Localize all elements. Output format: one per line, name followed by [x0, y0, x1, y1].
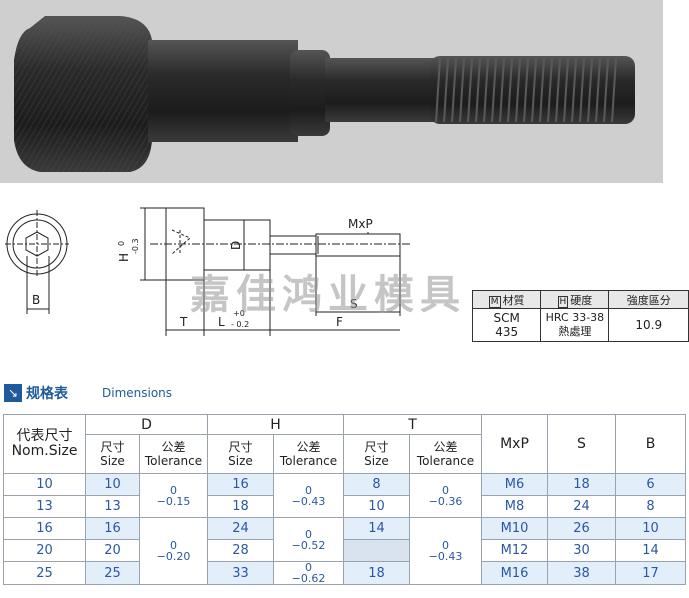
label-l: L — [218, 315, 225, 329]
s-cell: 18 — [547, 473, 616, 496]
d-tol-cell: 0−0.20 — [139, 517, 208, 585]
h-size-cell: 24 — [207, 517, 274, 540]
label-b: B — [32, 293, 40, 307]
label-h: H — [117, 253, 131, 262]
section-title: 规格表 — [26, 386, 68, 402]
d-size-cell: 25 — [85, 561, 140, 585]
d-size-cell: 10 — [85, 473, 140, 496]
mxp-cell: M10 — [481, 517, 548, 540]
label-t: T — [179, 315, 188, 329]
label-h-tol-top: 0 — [117, 241, 126, 246]
table-row: 13 13 18 10 M8 24 8 — [3, 495, 686, 518]
d-group-header: D — [85, 414, 208, 435]
label-l-tol-top: +0 — [233, 309, 245, 318]
nom-cell: 20 — [3, 539, 86, 562]
label-s: S — [350, 297, 358, 311]
arrow-icon: ↘ — [4, 384, 22, 402]
label-f: F — [336, 315, 343, 329]
t-group-header: T — [343, 414, 482, 435]
s-cell: 26 — [547, 517, 616, 540]
t-size-cell: 14 — [343, 517, 410, 540]
material-value: SCM 435 — [471, 308, 542, 342]
b-cell: 8 — [615, 495, 686, 518]
h-size-cell: 28 — [207, 539, 274, 562]
label-d: D — [229, 241, 243, 250]
s-cell: 24 — [547, 495, 616, 518]
mxp-cell: M6 — [481, 473, 548, 496]
d-tol-cell: 0−0.15 — [139, 473, 208, 518]
mxp-cell: M8 — [481, 495, 548, 518]
b-cell: 6 — [615, 473, 686, 496]
mxp-cell: M16 — [481, 561, 548, 585]
t-size-cell-empty — [343, 539, 410, 562]
t-size-cell: 10 — [343, 495, 410, 518]
bolt-photo — [0, 0, 663, 183]
s-header: S — [547, 414, 616, 474]
b-cell: 14 — [615, 539, 686, 562]
h-tol-cell: 0−0.52 — [273, 517, 344, 562]
s-cell: 30 — [547, 539, 616, 562]
strength-value: 10.9 — [608, 308, 689, 342]
label-h-tol-bottom: -0.3 — [131, 238, 140, 254]
h-size-cell: 16 — [207, 473, 274, 496]
nom-cell: 25 — [3, 561, 86, 585]
d-size-cell: 20 — [85, 539, 140, 562]
h-tol-cell: 0−0.43 — [273, 473, 344, 518]
d-size-cell: 13 — [85, 495, 140, 518]
t-tol-cell: 0−0.36 — [409, 473, 482, 518]
technical-drawing: B H 0 -0.3 D MxP S T L +0 - 0.2 — [0, 196, 420, 346]
nom-cell: 13 — [3, 495, 86, 518]
table-row: 10 10 0−0.15 16 0−0.43 8 0−0.36 M6 18 6 — [3, 473, 686, 518]
nom-cell: 16 — [3, 517, 86, 540]
s-cell: 38 — [547, 561, 616, 585]
watermark-logo: 嘉佳鸿业模具 — [190, 272, 466, 318]
t-tol-cell: 0−0.43 — [409, 517, 482, 585]
label-mxp: MxP — [348, 217, 373, 231]
hardness-value: HRC 33-38 熱處理 — [540, 308, 610, 342]
b-cell: 10 — [615, 517, 686, 540]
mxp-header: MxP — [481, 414, 548, 474]
t-size-cell: 8 — [343, 473, 410, 496]
h-size-cell: 18 — [207, 495, 274, 518]
h-group-header: H — [207, 414, 344, 435]
b-header: B — [615, 414, 686, 474]
table-row: 20 20 28 M12 30 14 — [3, 539, 686, 562]
mxp-cell: M12 — [481, 539, 548, 562]
table-row: 16 16 0−0.20 24 0−0.52 14 0−0.43 M10 26 … — [3, 517, 686, 585]
t-size-cell: 18 — [343, 561, 410, 585]
h-tol-cell: 0−0.62 — [273, 561, 344, 585]
h-size-cell: 33 — [207, 561, 274, 585]
strength-header: 強度區分 — [608, 290, 689, 309]
d-size-cell: 16 — [85, 517, 140, 540]
label-l-tol-bottom: - 0.2 — [231, 320, 249, 329]
nom-cell: 10 — [3, 473, 86, 496]
section-header: ↘ 规格表 — [4, 382, 68, 404]
table-row: 25 25 33 0−0.62 18 M16 38 17 — [3, 561, 686, 585]
bolt-photo-graphic — [0, 0, 663, 183]
b-cell: 17 — [615, 561, 686, 585]
section-subtitle: Dimensions — [102, 386, 173, 400]
